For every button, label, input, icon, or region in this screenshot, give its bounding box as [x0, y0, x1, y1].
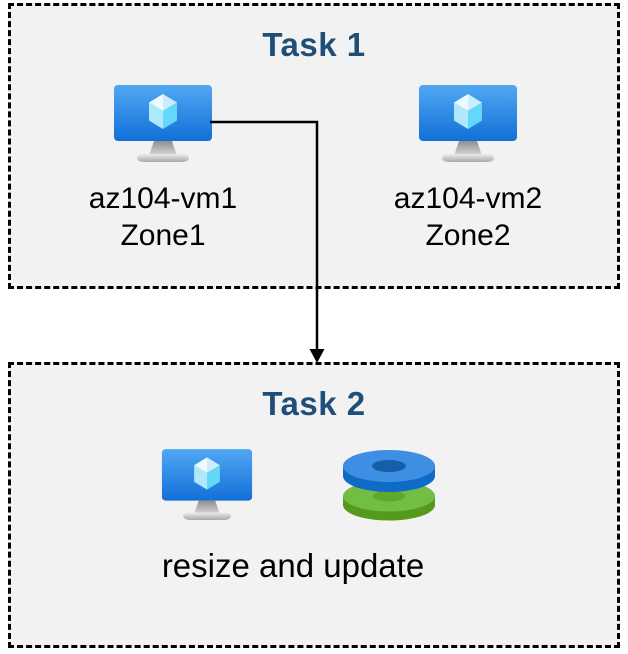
- vm-name-label: az104-vm1: [88, 182, 238, 215]
- task2-box: Task 2 resize and update: [8, 362, 620, 648]
- disks-icon: [339, 445, 439, 525]
- vm-zone-label: Zone2: [425, 219, 511, 252]
- virtual-machine-icon: [113, 85, 213, 163]
- task2-title: Task 2: [262, 385, 366, 422]
- vm-node-az104-vm2: az104-vm2 Zone2: [368, 85, 568, 254]
- task1-title: Task 1: [262, 26, 366, 63]
- vm-node-az104-vm1: az104-vm1 Zone1: [63, 85, 263, 254]
- vm-zone-label: Zone1: [120, 219, 206, 252]
- task1-box: Task 1 az104-vm1 Zone1: [8, 3, 620, 289]
- virtual-machine-icon: [161, 449, 253, 521]
- vm-name-label: az104-vm2: [393, 182, 543, 215]
- virtual-machine-icon: [418, 85, 518, 163]
- task2-caption: resize and update: [161, 547, 425, 584]
